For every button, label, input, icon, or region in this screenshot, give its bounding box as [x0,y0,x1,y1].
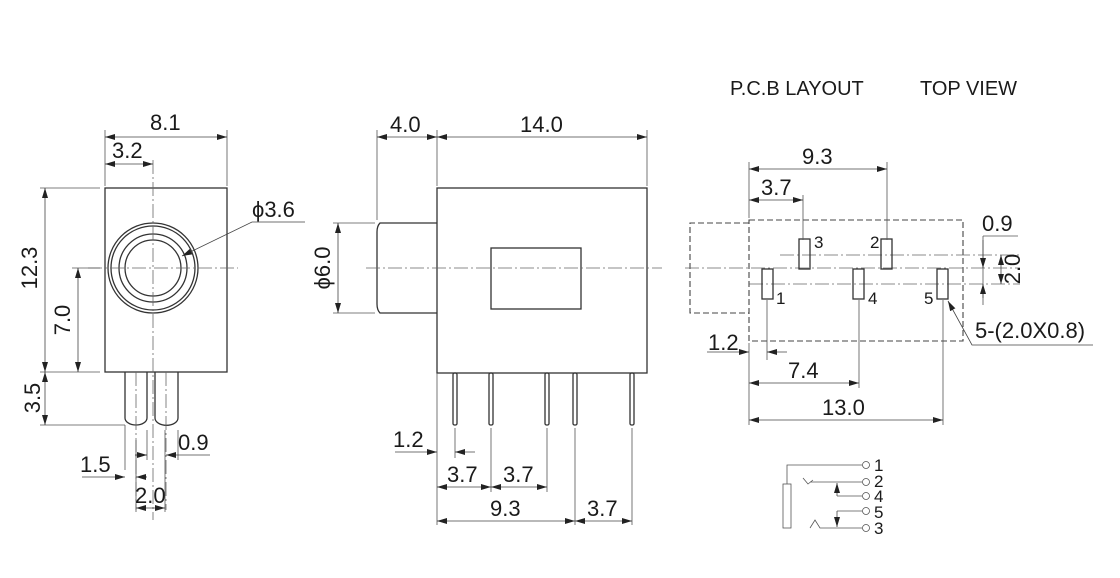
terminal-label-3: 3 [874,519,883,538]
dim-pin-edge: 1.5 [80,452,111,477]
pad-2 [880,238,893,270]
dim-edge-offset: 1.2 [708,330,739,355]
terminal-label-2: 2 [874,472,883,491]
dim-plug-diameter: ϕ6.0 [310,247,335,290]
dim-pitch-b: 3.7 [503,462,534,487]
terminal-circles [862,461,870,532]
dim-pin-pitch: 2.0 [135,483,166,508]
pad-label-4: 4 [868,289,877,308]
front-body [104,187,228,373]
dim-span-total: 13.0 [822,395,865,420]
dim-center-height: 7.0 [50,305,75,336]
pad-label-2: 2 [870,233,879,252]
dim-width: 8.1 [150,110,181,135]
pcb-layout: 1 2 3 4 5 9.3 3.7 0.9 2.0 5-(2.0X0.8) 1.… [685,144,1093,425]
dim-offset-top: 3.7 [761,175,792,200]
dim-row-offset: 0.9 [982,211,1013,236]
pad-spec: 5-(2.0X0.8) [975,318,1085,343]
footprint-outline [748,219,964,342]
pad-4 [852,268,865,300]
side-view: 4.0 14.0 ϕ6.0 1.2 3.7 3.7 9.3 3.7 [310,112,662,525]
dim-pitch-total: 9.3 [490,496,521,521]
top-view-title: TOP VIEW [920,78,1017,100]
dim-span-top: 9.3 [802,144,833,169]
dim-pin-offset: 1.2 [393,427,424,452]
dim-hole-diameter: ϕ3.6 [252,197,295,222]
dim-row-pitch: 2.0 [1000,254,1025,285]
terminal-label-5: 5 [874,503,883,522]
terminal-label-1: 1 [874,456,883,475]
pad-label-5: 5 [924,289,933,308]
front-pin-right [154,372,179,426]
dim-pitch-a: 3.7 [447,462,478,487]
dim-span-mid: 7.4 [788,358,819,383]
pads [761,238,949,300]
front-view: 8.1 3.2 12.3 7.0 3.5 ϕ3.6 0.9 1.5 2.0 [17,110,305,520]
dim-pitch-c: 3.7 [587,496,618,521]
pad-1 [761,268,774,300]
pad-label-1: 1 [776,289,785,308]
title: P.C.B LAYOUT TOP VIEW [730,78,1017,100]
dim-plug-length: 4.0 [390,112,421,137]
pcb-layout-title: P.C.B LAYOUT [730,78,864,100]
pad-label-3: 3 [814,233,823,252]
schematic: 1 2 4 5 3 [782,456,883,538]
dim-pin-width: 0.9 [178,430,209,455]
pad-5 [936,268,949,300]
side-pins [452,372,635,426]
dim-body-length: 14.0 [520,112,563,137]
pad-3 [798,238,811,270]
terminal-label-4: 4 [874,487,883,506]
dim-height: 12.3 [17,247,42,290]
side-window [490,247,582,310]
side-body [436,187,648,374]
dim-pin-length: 3.5 [20,383,45,414]
dim-center-offset: 3.2 [112,138,143,163]
